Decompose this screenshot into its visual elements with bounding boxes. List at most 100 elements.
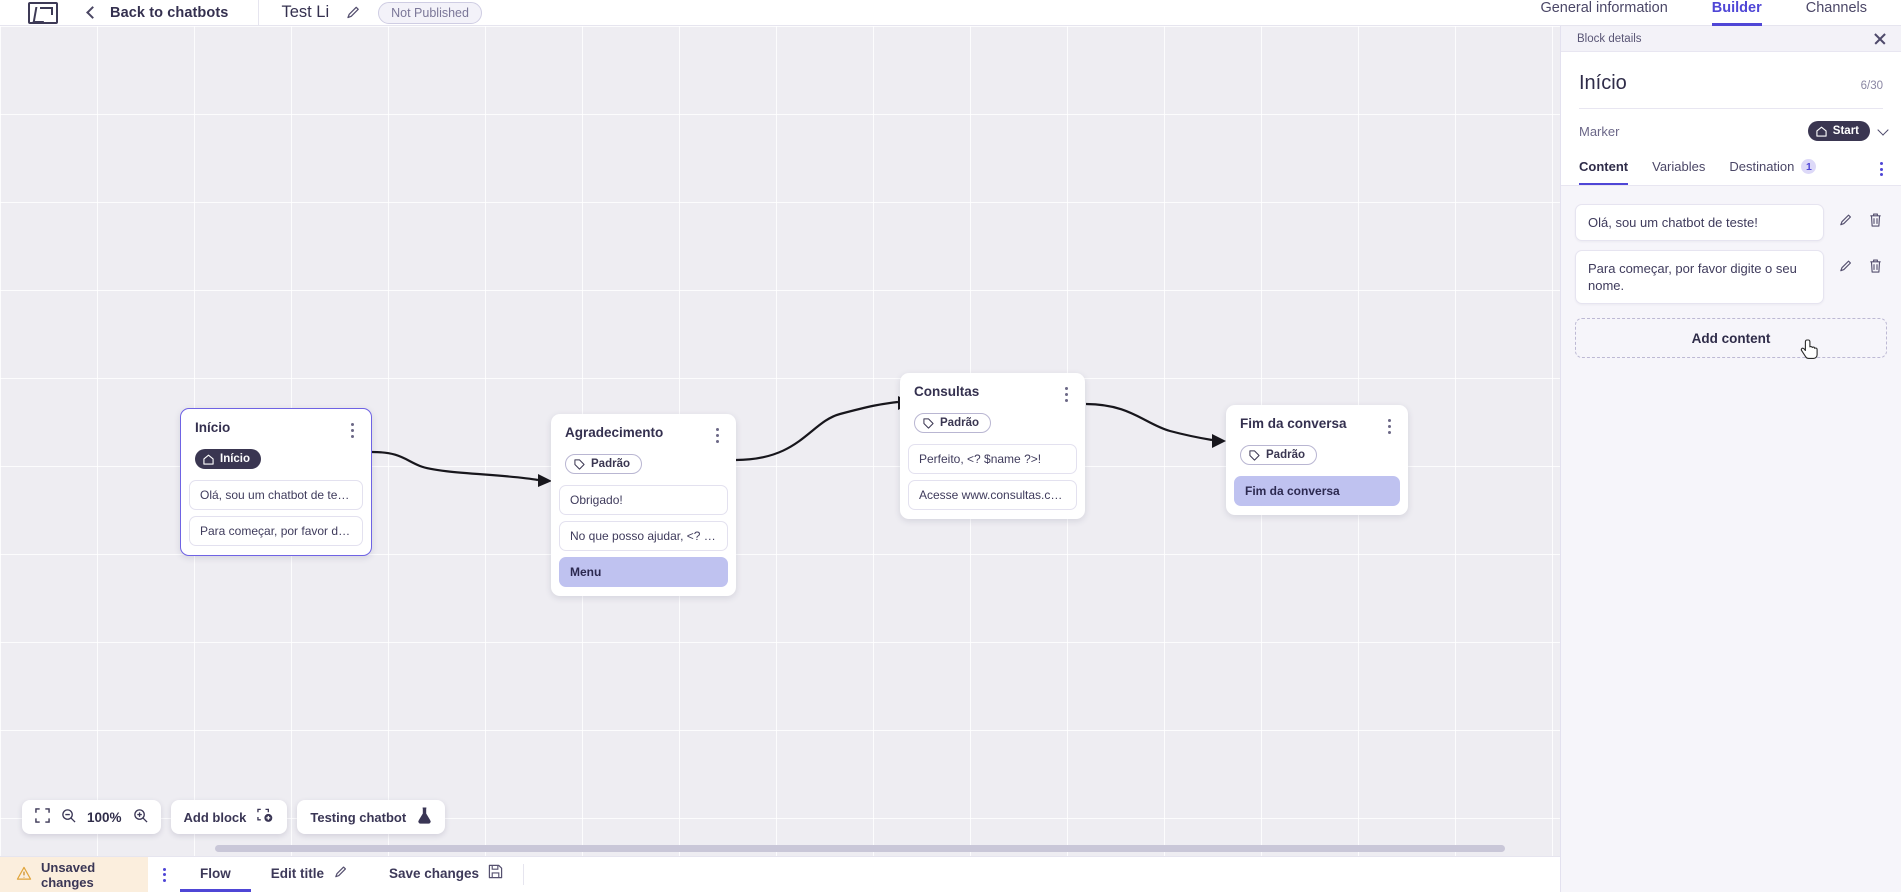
flow-node-inicio[interactable]: Início Início Olá, sou um chatbot de tes…	[180, 408, 372, 556]
content-text[interactable]: Olá, sou um chatbot de teste!	[1575, 204, 1824, 241]
status-badge: Not Published	[378, 1, 482, 24]
top-tabs: General information Builder Channels	[1518, 0, 1901, 26]
save-disk-icon	[488, 864, 503, 882]
node-item[interactable]: Para começar, por favor digite o ...	[189, 515, 363, 546]
flow-node-agradecimento[interactable]: Agradecimento Padrão Obrigado! No que po…	[551, 414, 736, 596]
delete-trash-icon[interactable]	[1868, 212, 1883, 228]
marker-row: Marker Start	[1561, 109, 1901, 153]
node-items: Olá, sou um chatbot de teste! Para começ…	[181, 479, 371, 555]
header-divider	[258, 0, 260, 26]
tab-channels[interactable]: Channels	[1805, 0, 1867, 16]
add-block-label: Add block	[183, 809, 247, 825]
node-menu-kebab-icon[interactable]	[713, 425, 722, 446]
bottom-bar: Unsaved changes Flow Edit title Save cha…	[0, 856, 1560, 892]
node-tag-row: Padrão	[1226, 437, 1408, 476]
tag-icon	[923, 417, 934, 429]
add-block-button[interactable]: Add block	[170, 800, 288, 834]
edit-pencil-icon[interactable]	[345, 4, 362, 21]
node-header: Agradecimento	[551, 414, 736, 446]
marker-select[interactable]: Start	[1807, 121, 1889, 141]
zoom-controls[interactable]: 100%	[22, 800, 161, 834]
edit-pencil-icon[interactable]	[1838, 212, 1854, 228]
back-to-chatbots-button[interactable]: Back to chatbots	[86, 0, 229, 26]
node-title: Fim da conversa	[1240, 416, 1347, 431]
back-to-chatbots-label: Back to chatbots	[110, 4, 229, 21]
node-tag-row: Início	[181, 441, 371, 480]
bottom-bar-menu-icon[interactable]	[148, 857, 180, 892]
node-item[interactable]: No que posso ajudar, <? $name ...	[559, 520, 728, 551]
node-menu-kebab-icon[interactable]	[1385, 416, 1394, 437]
testing-chatbot-button[interactable]: Testing chatbot	[297, 800, 446, 834]
node-item[interactable]: Acesse www.consultas.com par...	[908, 479, 1077, 510]
zoom-in-icon[interactable]	[133, 808, 148, 826]
content-row: Olá, sou um chatbot de teste!	[1575, 204, 1887, 241]
panel-header: Block details	[1561, 26, 1901, 52]
destination-count-badge: 1	[1801, 159, 1817, 174]
block-title-row: Início 6/30	[1561, 52, 1901, 108]
node-item[interactable]: Olá, sou um chatbot de teste!	[189, 479, 363, 510]
edit-pencil-icon	[333, 864, 349, 883]
tab-general-information[interactable]: General information	[1540, 0, 1668, 16]
flow-node-fim-da-conversa[interactable]: Fim da conversa Padrão Fim da conversa	[1226, 405, 1408, 515]
marker-value-chip: Start	[1807, 121, 1870, 141]
tag-label: Padrão	[1266, 449, 1305, 461]
content-list: Olá, sou um chatbot de teste! Para começ…	[1561, 186, 1901, 892]
panel-body: Início 6/30 Marker Start Content	[1561, 52, 1901, 186]
canvas-horizontal-scrollbar[interactable]	[0, 844, 1560, 853]
panel-overflow-menu-icon[interactable]	[1872, 156, 1891, 182]
close-icon[interactable]	[1873, 32, 1887, 46]
default-tag: Padrão	[1240, 445, 1317, 465]
tab-destination[interactable]: Destination 1	[1729, 153, 1817, 185]
tab-content-label: Content	[1579, 159, 1629, 174]
tab-variables[interactable]: Variables	[1652, 153, 1705, 185]
home-icon	[1816, 126, 1827, 137]
unsaved-changes-indicator: Unsaved changes	[0, 857, 148, 892]
marker-label: Marker	[1579, 123, 1620, 139]
marker-value-label: Start	[1832, 125, 1859, 137]
add-block-icon	[257, 808, 274, 827]
warning-icon	[16, 866, 32, 884]
node-item[interactable]: Perfeito, <? $name ?>!	[908, 443, 1077, 474]
node-item[interactable]: Fim da conversa	[1234, 475, 1400, 506]
node-menu-kebab-icon[interactable]	[348, 420, 357, 441]
panel-tabs: Content Variables Destination 1	[1561, 153, 1901, 186]
edit-pencil-icon[interactable]	[1838, 258, 1854, 274]
tab-builder[interactable]: Builder	[1711, 0, 1762, 26]
tab-variables-label: Variables	[1652, 159, 1706, 174]
tag-label: Padrão	[591, 458, 630, 470]
node-tag-row: Padrão	[900, 405, 1085, 444]
flow-node-consultas[interactable]: Consultas Padrão Perfeito, <? $name ?>! …	[900, 373, 1085, 519]
fit-screen-icon[interactable]	[35, 808, 50, 826]
bottom-tab-flow[interactable]: Flow	[180, 857, 251, 892]
node-menu-kebab-icon[interactable]	[1062, 384, 1071, 405]
content-text[interactable]: Para começar, por favor digite o seu nom…	[1575, 250, 1824, 304]
flask-icon	[417, 807, 432, 827]
add-content-button[interactable]: Add content	[1575, 318, 1887, 358]
chevron-down-icon[interactable]	[1877, 123, 1889, 136]
tag-icon	[1249, 449, 1260, 461]
page-title: Test Li	[281, 3, 330, 21]
block-details-panel: Block details Início 6/30 Marker Start	[1560, 26, 1901, 892]
home-icon	[203, 454, 214, 465]
edit-title-label: Edit title	[270, 865, 324, 881]
node-title: Agradecimento	[565, 425, 664, 440]
node-tag-row: Padrão	[551, 446, 736, 485]
tab-content[interactable]: Content	[1579, 153, 1629, 185]
edit-title-button[interactable]: Edit title	[251, 857, 369, 892]
block-counter: 6/30	[1860, 80, 1883, 92]
save-changes-button[interactable]: Save changes	[369, 857, 523, 892]
bot-title-group: Test Li Not Published	[281, 1, 482, 24]
node-item[interactable]: Menu	[559, 556, 728, 587]
canvas-controls: 100% Add block	[22, 800, 446, 834]
node-items: Obrigado! No que posso ajudar, <? $name …	[551, 484, 736, 596]
panel-divider	[1579, 108, 1883, 109]
tag-label: Início	[220, 453, 251, 465]
node-item[interactable]: Obrigado!	[559, 484, 728, 515]
node-title: Início	[195, 420, 231, 435]
scrollbar-thumb[interactable]	[215, 845, 1505, 852]
flow-canvas[interactable]: Início Início Olá, sou um chatbot de tes…	[0, 26, 1560, 856]
delete-trash-icon[interactable]	[1868, 258, 1883, 274]
app-logo-icon[interactable]	[26, 0, 60, 26]
zoom-out-icon[interactable]	[61, 808, 76, 826]
start-tag: Início	[195, 449, 262, 469]
